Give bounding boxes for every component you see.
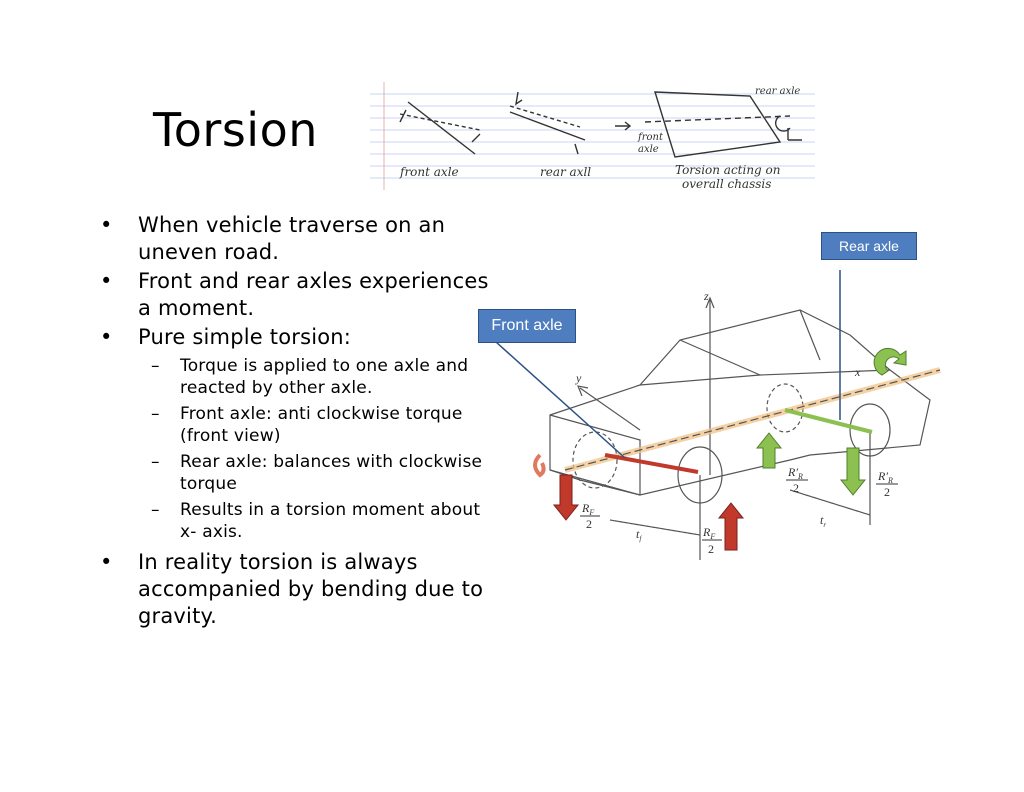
axis-y-label: y xyxy=(575,371,582,385)
front-reaction-down-arrow xyxy=(552,474,580,521)
sketch-torsion-note-2: overall chassis xyxy=(682,177,771,190)
tr-label: tr xyxy=(820,513,826,529)
rf-rear-label: RF xyxy=(702,525,715,541)
bullet-item: Front and rear axles experiences a momen… xyxy=(100,268,490,322)
slide-title: Torsion xyxy=(153,103,318,157)
rr-right-label: R′R xyxy=(877,469,893,485)
rf-front-label: RF xyxy=(581,501,594,517)
rf-rear-half: 2 xyxy=(708,542,714,556)
rear-reaction-up-arrow xyxy=(755,432,783,469)
sub-bullet-item: Torque is applied to one axle and reacte… xyxy=(138,355,490,399)
sub-bullet-item: Rear axle: balances with clockwise torqu… xyxy=(138,451,490,495)
rr-right-half: 2 xyxy=(884,485,890,499)
rf-front-half: 2 xyxy=(586,517,592,531)
sketch-front-note-2: axle xyxy=(638,144,659,155)
front-reaction-up-arrow xyxy=(717,502,745,551)
axis-x-label: x xyxy=(854,365,861,379)
sketch-torsion-note-1: Torsion acting on xyxy=(675,163,781,177)
front-axle-line xyxy=(604,453,699,474)
bullet-list: When vehicle traverse on an uneven road.… xyxy=(100,212,490,632)
sketch-front-note-1: front xyxy=(637,132,664,143)
bullet-item-with-subitems: Pure simple torsion: Torque is applied t… xyxy=(100,324,490,543)
front-torque-icon xyxy=(533,453,546,478)
rear-torque-icon xyxy=(873,347,907,376)
sub-bullet-item: Front axle: anti clockwise torque (front… xyxy=(138,403,490,447)
sketch-rear-axle-note: rear axle xyxy=(755,86,800,97)
rear-axle-callout: Rear axle xyxy=(821,232,917,260)
hand-sketch-figure: front axle rear axll rear axle front axl… xyxy=(370,82,815,190)
front-axle-callout: Front axle xyxy=(478,309,576,343)
bullet-text: Pure simple torsion: xyxy=(138,325,352,349)
vehicle-torsion-diagram: z y x RF 2 RF 2 R′R 2 R′R 2 tf tr xyxy=(533,289,941,560)
sub-bullet-list: Torque is applied to one axle and reacte… xyxy=(138,355,490,543)
rr-left-label: R′R xyxy=(787,465,803,481)
rear-axle-line xyxy=(784,408,873,434)
sketch-front-axle-label: front axle xyxy=(399,165,459,179)
axis-z-label: z xyxy=(703,289,709,303)
sub-bullet-item: Results in a torsion moment about x- axi… xyxy=(138,499,490,543)
tf-label: tf xyxy=(636,527,642,543)
rear-reaction-down-arrow xyxy=(839,447,867,496)
bullet-item: When vehicle traverse on an uneven road. xyxy=(100,212,490,266)
sketch-rear-axle-label: rear axll xyxy=(540,165,591,179)
rr-left-half: 2 xyxy=(793,481,799,495)
bullet-item: In reality torsion is always accompanied… xyxy=(100,549,490,630)
